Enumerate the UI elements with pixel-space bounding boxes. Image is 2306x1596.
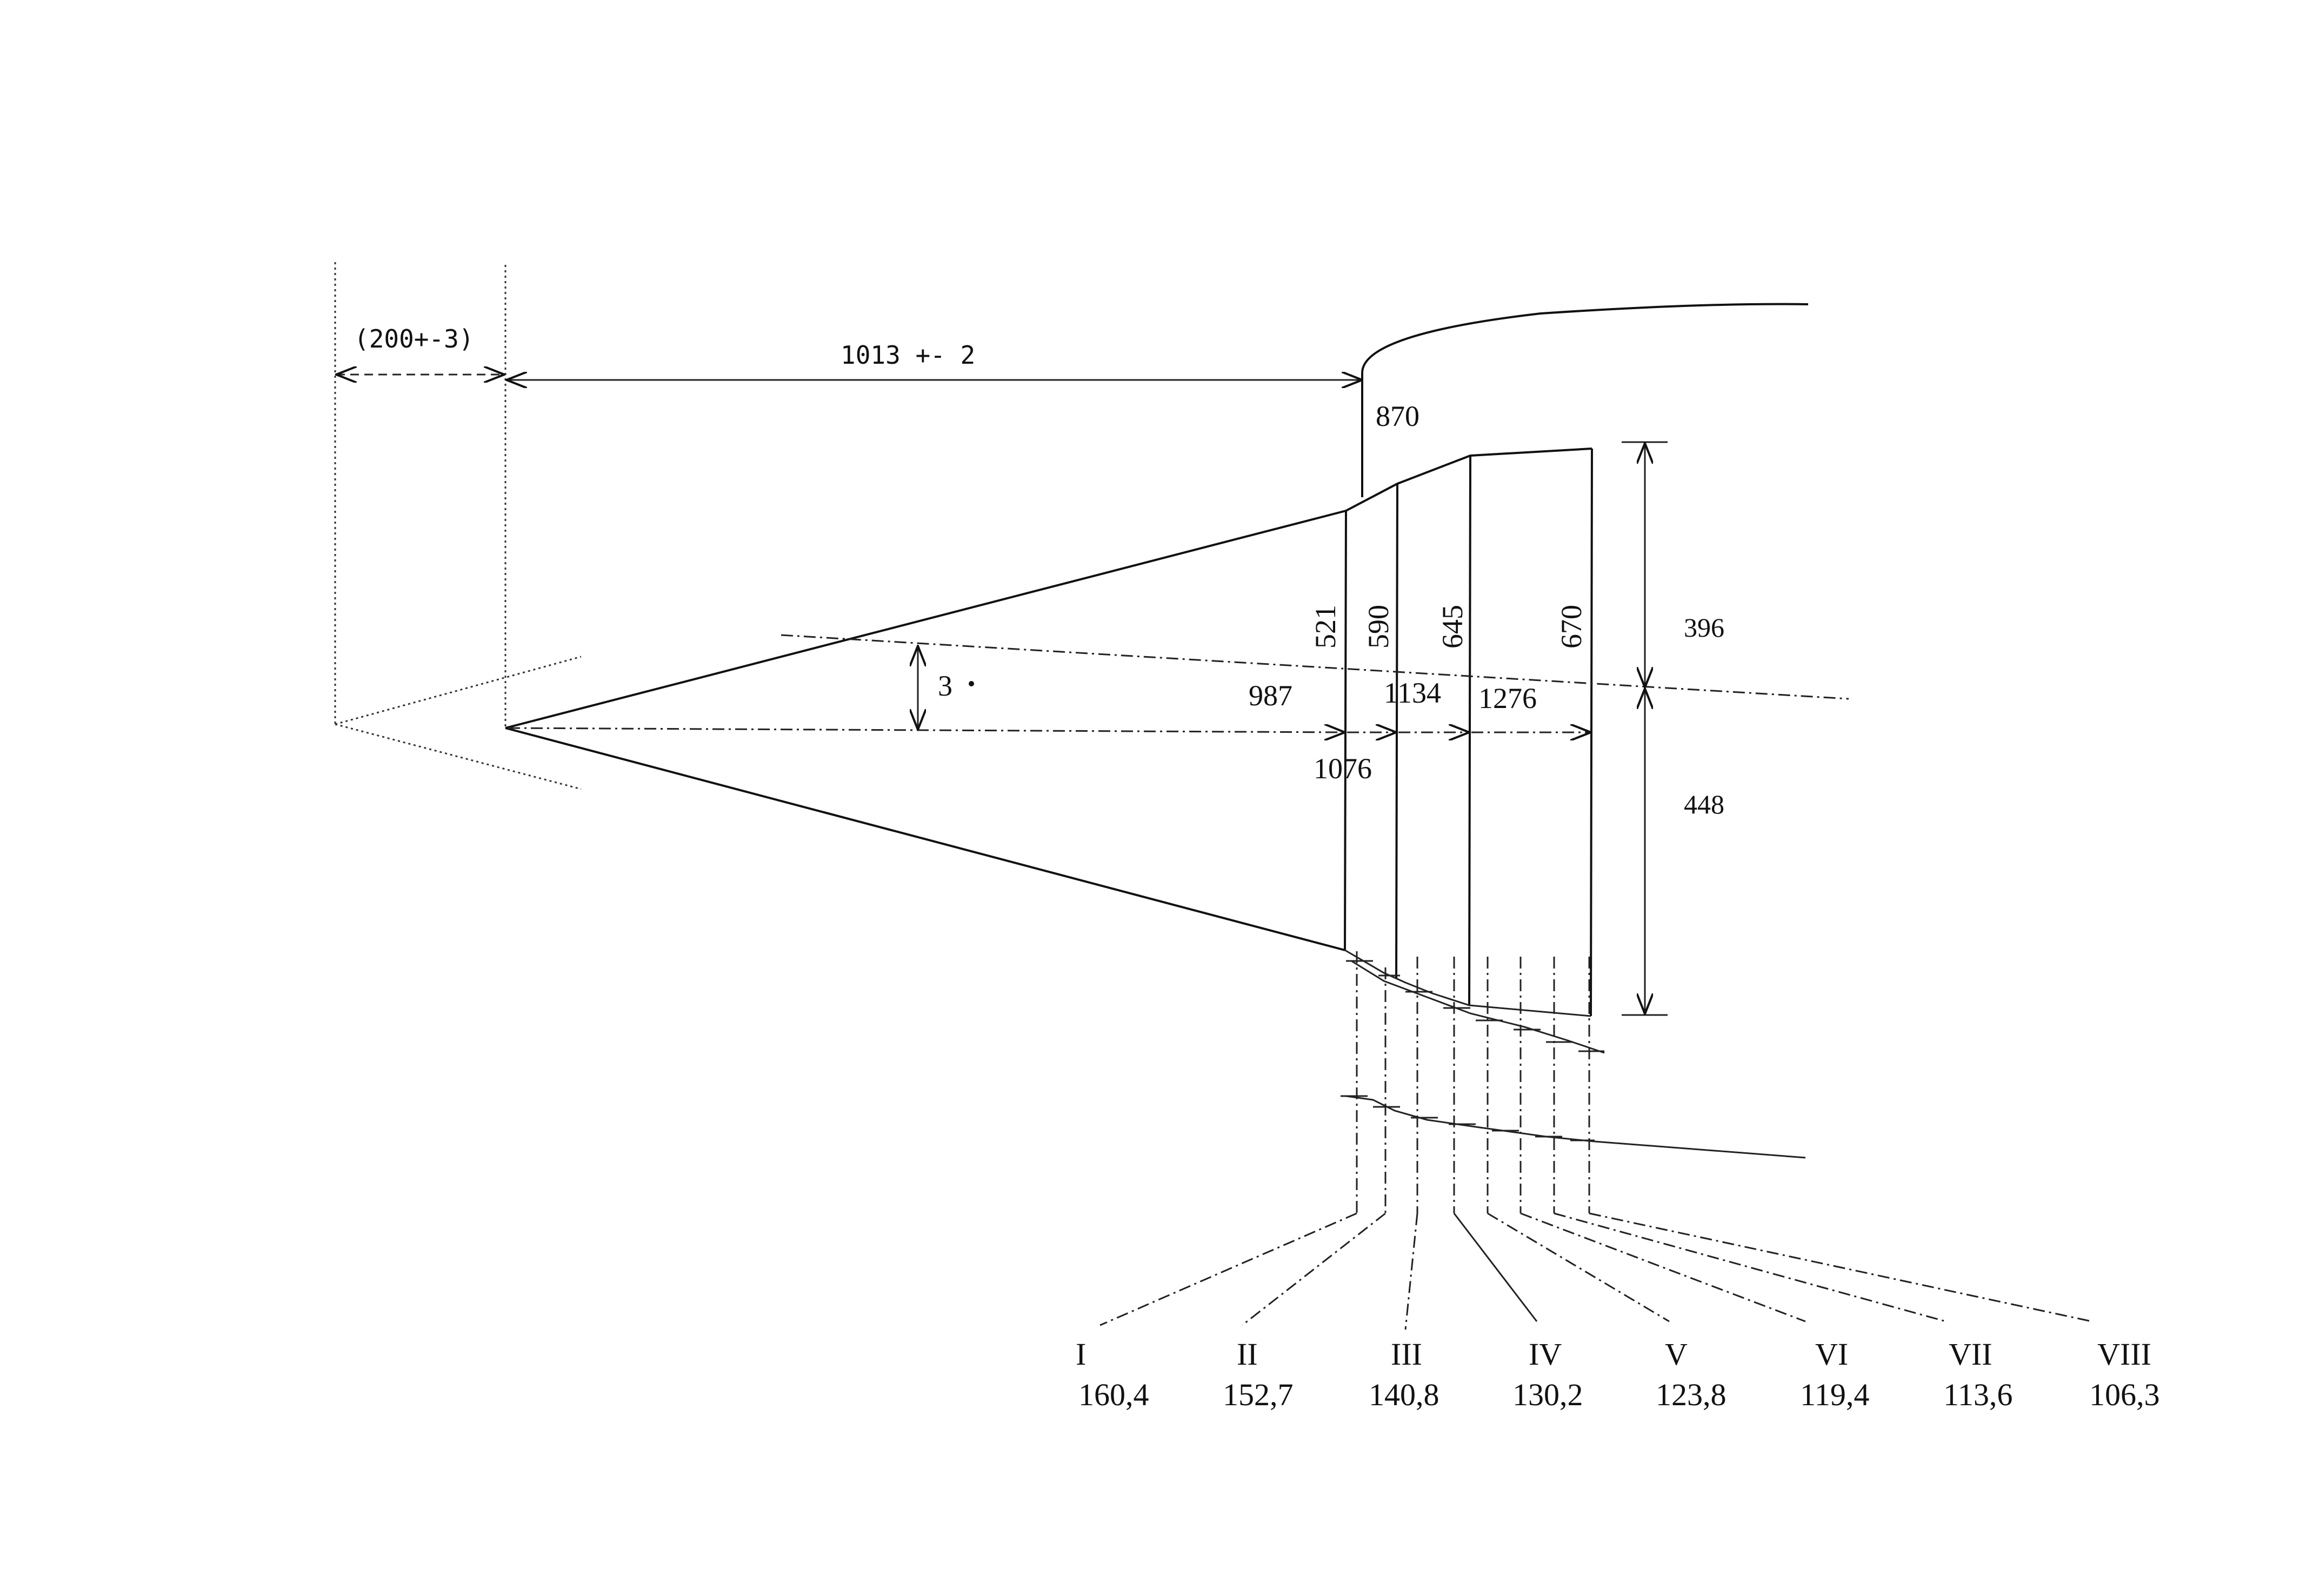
hub-upper-profile	[1344, 949, 1591, 1017]
section-value-VIII: 106,3	[2089, 1377, 2160, 1412]
diameter-label-645: 645	[1436, 605, 1469, 649]
section-leader-III	[1404, 1213, 1418, 1330]
section-leader-V	[1487, 1212, 1670, 1323]
offset-dimension-label: (200+-3)	[354, 324, 474, 353]
axial-label-987: 987	[1249, 679, 1292, 712]
axial-label-1276: 1276	[1478, 682, 1537, 714]
cone-lower-edge	[505, 727, 1345, 951]
section-line-645	[1468, 455, 1471, 1006]
tilted-centerline	[781, 634, 1849, 700]
angle-label: 3	[938, 670, 952, 702]
diameter-label-590: 590	[1362, 605, 1395, 649]
section-leader-VI	[1520, 1212, 1806, 1323]
casing-diameter-label: 870	[1376, 400, 1419, 432]
section-numeral-VIII: VIII	[2097, 1337, 2151, 1372]
upper-height-label: 396	[1684, 612, 1724, 643]
diameter-label-670: 670	[1555, 605, 1588, 649]
diameter-label-521: 521	[1309, 605, 1342, 649]
section-line-670	[1590, 448, 1593, 1017]
section-leader-VIII	[1589, 1212, 2092, 1323]
degree-mark	[969, 681, 974, 686]
section-numeral-I: I	[1076, 1337, 1086, 1372]
axial-label-1076: 1076	[1314, 752, 1372, 785]
section-value-II: 152,7	[1223, 1377, 1294, 1412]
section-value-III: 140,8	[1369, 1377, 1439, 1412]
section-value-V: 123,8	[1656, 1377, 1727, 1412]
upper-step-profile	[1345, 448, 1592, 512]
section-leader-VII	[1554, 1212, 1947, 1323]
section-leader-IV	[1453, 1213, 1538, 1322]
cone-upper-edge	[505, 510, 1347, 729]
axis-centerline	[508, 728, 1345, 732]
section-numeral-VII: VII	[1949, 1337, 1992, 1372]
section-line-590	[1395, 483, 1398, 979]
hub-lower-profile	[1351, 960, 1605, 1054]
section-leader-I	[1099, 1212, 1357, 1326]
inner-hub-curve	[1345, 1095, 1806, 1159]
section-numeral-II: II	[1237, 1337, 1258, 1372]
length-dimension-label: 1013 +- 2	[841, 340, 975, 370]
section-numeral-V: V	[1665, 1337, 1688, 1372]
section-numeral-III: III	[1391, 1337, 1422, 1372]
section-line-521	[1344, 510, 1347, 951]
casing-upper-curve	[1361, 303, 1809, 497]
outer-apex-upper	[335, 656, 582, 725]
outer-apex-lower	[335, 723, 582, 790]
section-numeral-VI: VI	[1815, 1337, 1848, 1372]
axial-label-1134: 1134	[1384, 677, 1441, 709]
section-value-IV: 130,2	[1512, 1377, 1583, 1412]
section-numeral-IV: IV	[1529, 1337, 1562, 1372]
section-leader-II	[1242, 1212, 1386, 1326]
section-value-I: 160,4	[1078, 1377, 1149, 1412]
lower-height-label: 448	[1684, 789, 1724, 819]
section-value-VI: 119,4	[1800, 1377, 1869, 1412]
section-value-VII: 113,6	[1943, 1377, 2012, 1412]
